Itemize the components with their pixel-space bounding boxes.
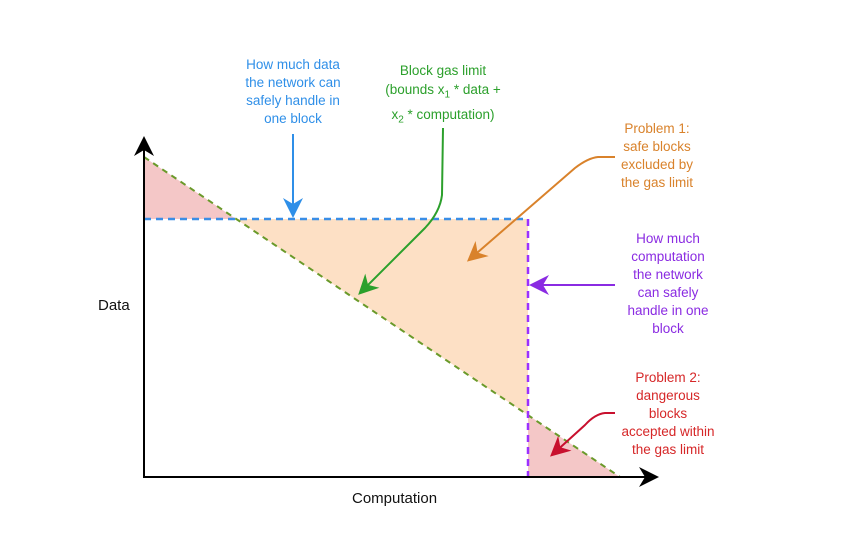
y-axis-label: Data (98, 297, 130, 314)
annotation-line: Problem 1: (624, 121, 690, 136)
computation-limit-annotation: How much computation the network can saf… (627, 230, 708, 338)
subscript: 1 (444, 89, 451, 101)
annotation-line: (bounds x1 * data + (385, 80, 501, 105)
annotation-line: dangerous (636, 388, 700, 403)
text: x (391, 106, 399, 122)
annotation-line: one block (264, 111, 322, 126)
data-limit-annotation: How much data the network can safely han… (245, 56, 340, 128)
annotation-line: handle in one (627, 303, 709, 318)
gas-limit-line (143, 156, 621, 478)
annotation-line: blocks (648, 406, 688, 421)
annotation-line: excluded by (620, 157, 694, 172)
annotation-line: computation (631, 249, 705, 264)
gas-limit-arrow (358, 127, 444, 295)
annotation-line: the network can (245, 75, 341, 90)
annotation-line: x2 * computation) (385, 105, 501, 130)
problem2-annotation: Problem 2: dangerous blocks accepted wit… (621, 369, 714, 459)
annotation-line: accepted within (621, 424, 715, 439)
annotation-line: Block gas limit (399, 63, 487, 78)
annotation-line: How much data (246, 57, 340, 72)
annotation-line: the network (633, 267, 703, 282)
subscript: 2 (398, 114, 404, 126)
problem1-arrow (466, 156, 615, 262)
text: * data + (450, 82, 501, 97)
text: (bounds x (385, 82, 445, 97)
text: * computation) (403, 106, 495, 122)
problem1-annotation: Problem 1: safe blocks excluded by the g… (621, 120, 693, 192)
x-axis-label: Computation (352, 490, 438, 507)
annotation-line: safely handle in (246, 93, 340, 108)
annotation-line: block (652, 321, 684, 336)
annotation-line: can safely (637, 285, 699, 300)
annotation-line: the gas limit (631, 442, 705, 457)
problem2-arrow (550, 412, 615, 457)
annotation-line: safe blocks (623, 139, 691, 154)
annotation-line: the gas limit (620, 175, 694, 190)
annotation-line: How much (636, 231, 700, 246)
annotation-line: Problem 2: (635, 370, 701, 385)
gas-limit-annotation: Block gas limit (bounds x1 * data + x2 *… (385, 61, 501, 129)
